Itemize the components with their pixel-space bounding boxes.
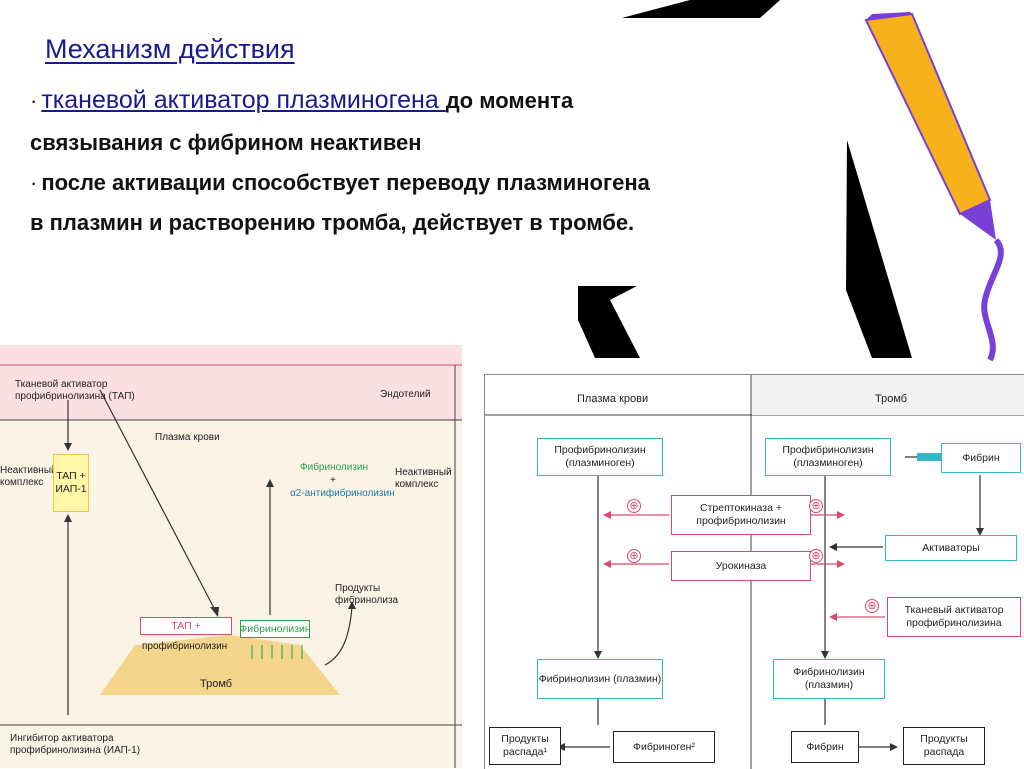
plus-icon: ⊕ — [809, 549, 823, 563]
tap-plus-box: ТАП + — [140, 617, 232, 635]
tpa-link[interactable]: тканевой активатор плазминогена — [41, 86, 446, 114]
fibrin-bottom-box: Фибрин — [791, 731, 859, 763]
inactive-complex-left: Неактивный комплекс — [0, 465, 57, 488]
fibrinolysis-products-label: Продукты фибринолиза — [335, 583, 399, 606]
bullet-1-line-2: связывания с фибрином неактивен — [30, 130, 422, 155]
plus-icon: ⊕ — [865, 599, 879, 613]
bullet-2-line-2: в плазмин и растворению тромба, действуе… — [30, 210, 635, 235]
plasma-label: Плазма крови — [155, 432, 220, 443]
endothelium-label: Эндотелий — [380, 389, 431, 400]
decay-products-right-box: Продукты распада — [903, 727, 985, 765]
bullet-1-line-1: ·тканевой активатор плазминогена до моме… — [30, 86, 573, 115]
profibrinolysin-right-box: Профибринолизин (плазминоген) — [765, 438, 891, 476]
tap-iap-box: ТАП + ИАП-1 — [53, 454, 89, 512]
left-diagram-graphics — [0, 345, 462, 768]
black-shape-right — [846, 140, 912, 358]
inactive-complex-right: Неактивный комплекс — [395, 467, 452, 490]
antifibrinolysin-label: α2-антифибринолизин — [290, 488, 395, 499]
bullet-1-rest: до момента — [445, 88, 574, 113]
plus-icon: ⊕ — [627, 549, 641, 563]
profibrinolysin-label: профибринолизин — [142, 641, 228, 652]
left-diagram: Тканевой активатор профибринолизина (ТАП… — [0, 345, 462, 768]
plus-icon: ⊕ — [809, 499, 823, 513]
column-thrombus-header: Тромб — [875, 393, 908, 405]
fibrinolysin-box: Фибринолизин — [239, 620, 311, 638]
decay-products-left-box: Продукты распада¹ — [489, 727, 561, 765]
fibrinolysin-right-box: Фибринолизин (плазмин) — [773, 659, 885, 699]
tap-label: Тканевой активатор профибринолизина (ТАП… — [15, 379, 135, 402]
bullet-mark: · — [30, 88, 38, 113]
black-shape-top — [622, 0, 780, 18]
streptokinase-box: Стрептокиназа + профибринолизин — [671, 495, 811, 535]
profibrinolysin-left-box: Профибринолизин (плазминоген) — [537, 438, 663, 476]
fibrinogen-box: Фибриноген² — [613, 731, 715, 763]
inhibitor-label: Ингибитор активатора профибринолизина (И… — [10, 733, 141, 756]
pencil-icon — [864, 12, 1004, 362]
bullet-2-line-1: ·после активации способствует переводу п… — [30, 170, 650, 196]
plus-sign: + — [330, 475, 336, 486]
tissue-activator-box: Тканевый активатор профибринолизина — [887, 597, 1021, 637]
slide-title: Механизм действия — [45, 34, 295, 64]
right-diagram-graphics — [485, 375, 1024, 769]
right-diagram: Плазма крови Тромб Профибринолизин (плаз… — [484, 374, 1024, 769]
black-shape-left — [578, 286, 640, 358]
fibrinolysin-green-label: Фибринолизин — [300, 462, 369, 473]
column-plasma-header: Плазма крови — [577, 393, 649, 405]
activators-box: Активаторы — [885, 535, 1017, 561]
urokinase-box: Урокиназа — [671, 551, 811, 581]
fibrin-top-box: Фибрин — [941, 443, 1021, 473]
bullet-2-text: после активации способствует переводу пл… — [41, 170, 650, 195]
bullet-mark: · — [30, 170, 38, 195]
fibrinolysin-left-box: Фибринолизин (плазмин) — [537, 659, 663, 699]
thrombus-label: Тромб — [200, 678, 233, 690]
plus-icon: ⊕ — [627, 499, 641, 513]
